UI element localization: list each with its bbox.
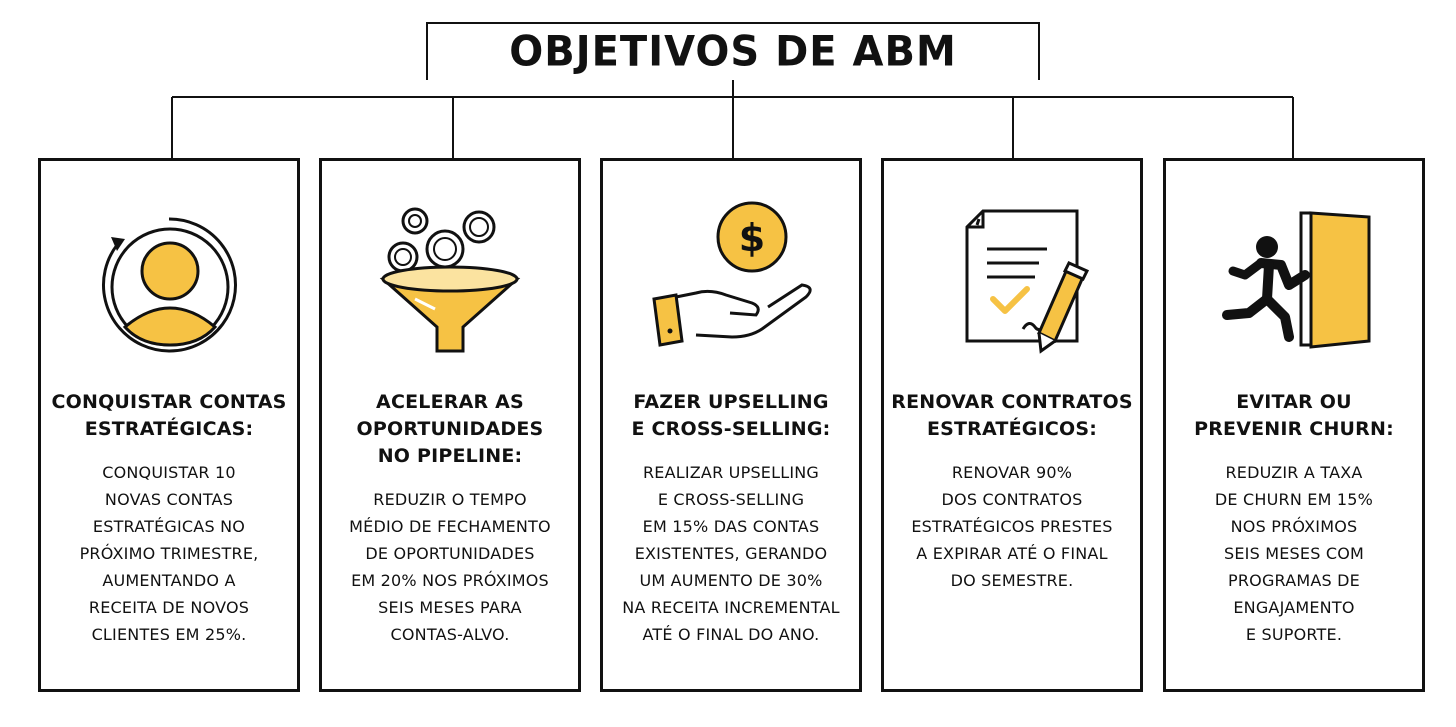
hand-dollar-coin-icon: $ <box>603 199 859 379</box>
card-body: RENOVAR 90% DOS CONTRATOS ESTRATÉGICOS P… <box>911 463 1113 590</box>
card-heading: ACELERAR AS OPORTUNIDADES NO PIPELINE: <box>356 391 544 467</box>
card-heading: FAZER UPSELLING E CROSS-SELLING: <box>631 391 831 440</box>
svg-text:$: $ <box>739 216 765 260</box>
user-cycle-icon <box>41 199 297 379</box>
contract-pen-icon <box>884 199 1140 379</box>
card-heading: EVITAR OU PREVENIR CHURN: <box>1194 391 1394 440</box>
person-exit-door-icon <box>1166 199 1422 379</box>
funnel-coins-icon <box>322 199 578 379</box>
card-heading: CONQUISTAR CONTAS ESTRATÉGICAS: <box>51 391 287 440</box>
card-heading: RENOVAR CONTRATOS ESTRATÉGICOS: <box>891 391 1133 440</box>
objective-card-acelerar: ACELERAR AS OPORTUNIDADES NO PIPELINE: R… <box>319 158 581 692</box>
objective-card-upselling: $ FAZER UPSELLING E CROSS-SELLING: REALI… <box>600 158 862 692</box>
objective-card-conquistar: CONQUISTAR CONTAS ESTRATÉGICAS: CONQUIST… <box>38 158 300 692</box>
card-body: CONQUISTAR 10 NOVAS CONTAS ESTRATÉGICAS … <box>79 463 259 644</box>
objective-card-renovar: RENOVAR CONTRATOS ESTRATÉGICOS: RENOVAR … <box>881 158 1143 692</box>
title-box: OBJETIVOS DE ABM <box>426 22 1040 80</box>
page-title: OBJETIVOS DE ABM <box>509 27 957 77</box>
objective-card-churn: EVITAR OU PREVENIR CHURN: REDUZIR A TAXA… <box>1163 158 1425 692</box>
card-body: REALIZAR UPSELLING E CROSS-SELLING EM 15… <box>622 463 840 644</box>
card-body: REDUZIR O TEMPO MÉDIO DE FECHAMENTO DE O… <box>349 490 551 644</box>
card-body: REDUZIR A TAXA DE CHURN EM 15% NOS PRÓXI… <box>1214 463 1374 644</box>
